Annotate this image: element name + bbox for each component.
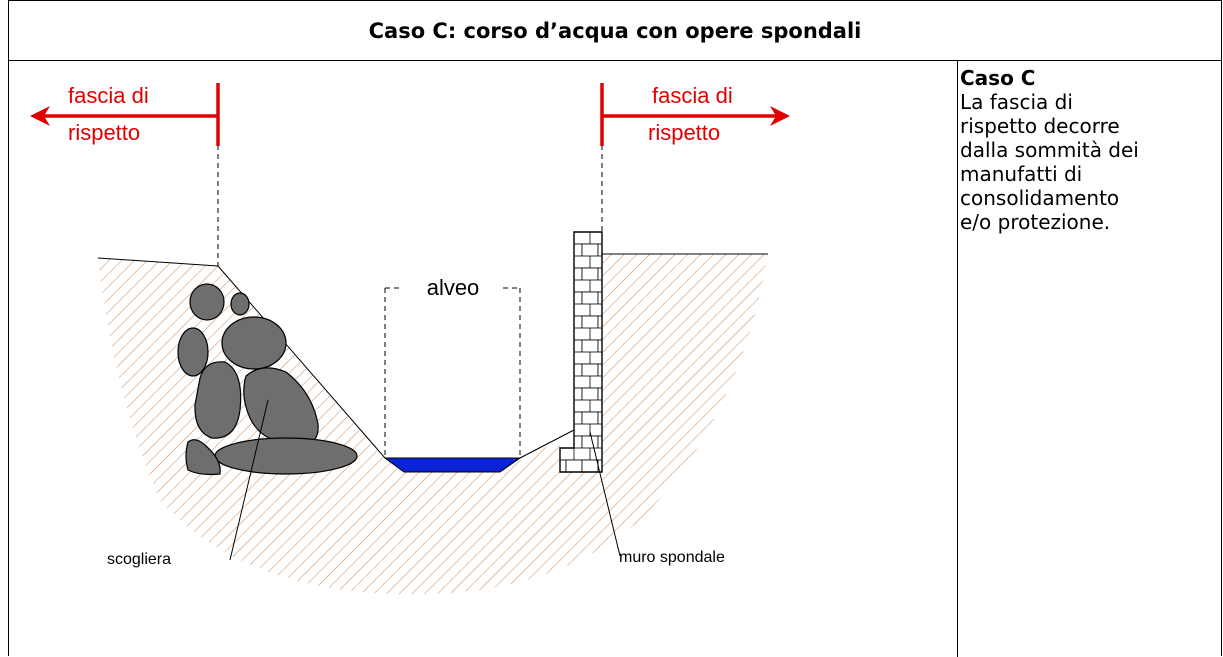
stone (214, 437, 358, 475)
retaining-wall (559, 231, 603, 473)
stone (177, 327, 209, 377)
stone (230, 292, 250, 316)
description-title: Caso C (960, 66, 1036, 90)
channel-bracket (384, 287, 521, 458)
channel-label: alveo (427, 275, 480, 300)
stone (189, 283, 225, 321)
right-band-arrowhead (770, 106, 790, 126)
stone (185, 439, 221, 476)
scogliera-leader (229, 399, 269, 561)
bank-slope-right (519, 429, 575, 459)
table-frame: Caso C: corso d’acqua con opere spondali (8, 0, 1222, 657)
description-text: La fascia di rispetto decorre dalla somm… (960, 90, 1139, 234)
right-bank-label: muro spondale (619, 549, 725, 566)
right-band-label-line2: rispetto (648, 120, 720, 145)
left-band-label-line2: rispetto (68, 120, 140, 145)
left-band-marker (40, 83, 220, 146)
right-band-label-line1: fascia di (652, 83, 733, 108)
water-body (383, 457, 522, 473)
left-band-arrowhead (30, 106, 50, 126)
column-divider (957, 61, 958, 657)
left-bank-label: scogliera (107, 551, 171, 568)
right-band-marker (600, 83, 778, 146)
page-title: Caso C: corso d’acqua con opere spondali (368, 18, 862, 43)
stone (194, 361, 242, 439)
stone (221, 316, 287, 370)
description-panel: Caso C La fascia di rispetto decorre dal… (960, 66, 1210, 234)
muro-leader (589, 431, 621, 557)
table-header: Caso C: corso d’acqua con opere spondali (9, 1, 1221, 61)
riprap-stones (177, 283, 358, 476)
left-band-label-line1: fascia di (68, 83, 149, 108)
ground-surface-left (97, 257, 219, 267)
